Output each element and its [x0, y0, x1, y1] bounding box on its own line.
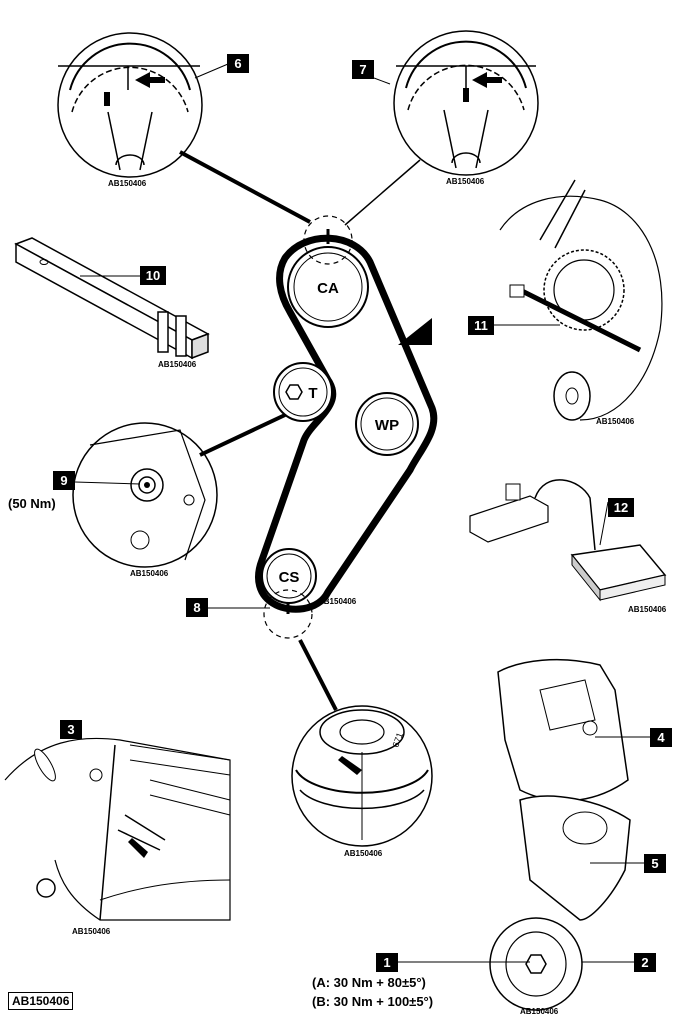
- crankshaft-label: CS: [279, 569, 300, 586]
- callouts: 6 7 10 11 9 12 8 3 4 5 1 2: [53, 54, 672, 972]
- detail-sensor-3: AB150406: [4, 737, 231, 936]
- ref-bolt: AB150406: [520, 1007, 559, 1016]
- ref-11: AB150406: [596, 417, 635, 426]
- svg-text:7: 7: [359, 62, 366, 77]
- callout-12: 12: [608, 498, 634, 517]
- cam-mark-circle: [303, 215, 353, 265]
- detail-cam-mark-7: AB150406: [344, 30, 539, 226]
- svg-text:1: 1: [383, 955, 390, 970]
- tensioner-label: T: [308, 385, 317, 402]
- camshaft-pulley: CA: [287, 246, 369, 328]
- ref-6: AB150406: [108, 179, 147, 188]
- water-pump-pulley: WP: [355, 392, 419, 456]
- detail-cam-holding-11: AB150406: [499, 179, 663, 426]
- tensioner-torque: (50 Nm): [8, 496, 56, 511]
- ref-crank-detail: AB150406: [344, 849, 383, 858]
- svg-text:2: 2: [641, 955, 648, 970]
- svg-text:8: 8: [193, 600, 200, 615]
- ref-7: AB150406: [446, 177, 485, 186]
- detail-crank-bolt: AB150406 (A: 30 Nm + 80±5°) (B: 30 Nm + …: [312, 917, 583, 1016]
- svg-text:9: 9: [60, 473, 67, 488]
- hex-bolt-icon: [525, 954, 547, 974]
- callout-6: 6: [227, 54, 249, 73]
- camshaft-label: CA: [317, 280, 339, 297]
- callout-8: 8: [186, 598, 208, 617]
- arrow-icon: [128, 838, 148, 858]
- ref-3: AB150406: [72, 927, 111, 936]
- svg-text:5: 5: [651, 856, 658, 871]
- arrow-icon: [338, 756, 362, 775]
- svg-text:6: 6: [234, 56, 241, 71]
- svg-text:3: 3: [67, 722, 74, 737]
- callout-9: 9: [53, 471, 75, 490]
- detail-covers-4-5: AB150406: [497, 658, 631, 921]
- callout-3: 3: [60, 720, 82, 739]
- detail-cam-mark-6: AB150406: [57, 32, 311, 224]
- crankshaft-pulley: CS: [261, 548, 317, 604]
- timing-belt-layout: CA T WP CS AB150406: [255, 215, 438, 639]
- detail-tension-gauge-12: AB150406: [469, 479, 667, 614]
- callout-2: 2: [634, 953, 656, 972]
- water-pump-label: WP: [375, 417, 399, 434]
- callout-1: 1: [376, 953, 398, 972]
- callout-7: 7: [352, 60, 374, 79]
- arrow-icon: [135, 72, 165, 88]
- svg-text:12: 12: [614, 500, 628, 515]
- callout-11: 11: [468, 316, 494, 335]
- ref-12: AB150406: [628, 605, 667, 614]
- crank-mark-number: 671: [390, 731, 405, 749]
- arrow-icon: [472, 72, 502, 88]
- hex-bolt-icon: [285, 384, 303, 400]
- svg-text:10: 10: [146, 268, 160, 283]
- figure-reference-code: AB150406: [8, 992, 74, 1010]
- rotation-direction-arrow-icon: [398, 318, 432, 345]
- ref-crank: AB150406: [318, 597, 357, 606]
- callout-10: 10: [140, 266, 166, 285]
- detail-locking-tool-10: AB150406: [14, 237, 210, 369]
- crank-torque-b: (B: 30 Nm + 100±5°): [312, 994, 433, 1009]
- crank-mark-circle: [263, 589, 313, 639]
- svg-text:4: 4: [657, 730, 665, 745]
- detail-tensioner-9: AB150406 (50 Nm): [8, 413, 286, 578]
- callout-5: 5: [644, 854, 666, 873]
- detail-crank-mark: 671 AB150406: [291, 639, 433, 858]
- tensioner-pulley: T: [273, 362, 333, 422]
- ref-9: AB150406: [130, 569, 169, 578]
- ref-10: AB150406: [158, 360, 197, 369]
- crank-torque-a: (A: 30 Nm + 80±5°): [312, 975, 426, 990]
- callout-4: 4: [650, 728, 672, 747]
- svg-text:11: 11: [474, 318, 488, 333]
